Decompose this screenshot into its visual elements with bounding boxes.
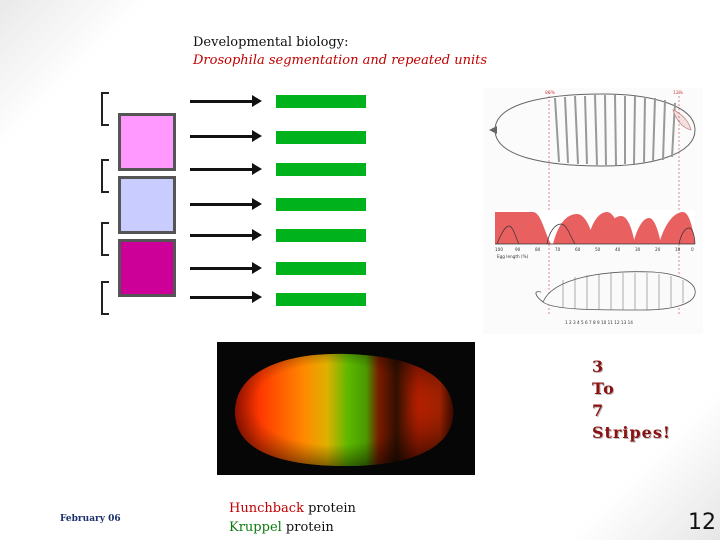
stripes-annotation: 3 To 7 Stripes!	[592, 356, 671, 444]
svg-text:80: 80	[535, 247, 541, 252]
legend-kruppel-name: Kruppel	[229, 520, 282, 535]
svg-text:60: 60	[575, 247, 581, 252]
legend-hunchback-rest: protein	[304, 501, 356, 516]
stripe-bar-1	[276, 95, 366, 108]
slide-title: Developmental biology: Drosophila segmen…	[193, 34, 487, 70]
svg-text:70: 70	[555, 247, 561, 252]
stripes-line-4: Stripes!	[592, 422, 671, 444]
svg-text:30: 30	[635, 247, 641, 252]
diagram-top-right-label: 12%	[673, 90, 684, 96]
page-number: 12	[688, 510, 716, 535]
svg-text:40: 40	[615, 247, 621, 252]
stripe-bar-3	[276, 163, 366, 176]
svg-text:1 2 3 4 5 6 7 8 9 10 11 12 13: 1 2 3 4 5 6 7 8 9 10 11 12 13 14	[565, 320, 633, 325]
bracket-1	[101, 92, 109, 126]
stripe-bar-4	[276, 198, 366, 211]
legend-kruppel-rest: protein	[282, 520, 334, 535]
bracket-3	[101, 222, 109, 256]
svg-text:20: 20	[655, 247, 661, 252]
legend-hunchback: Hunchback protein	[229, 499, 356, 518]
svg-text:0: 0	[691, 247, 694, 252]
legend-kruppel: Kruppel protein	[229, 518, 356, 537]
diagram-top-left-label: 86%	[545, 90, 556, 96]
title-line-2: Drosophila segmentation and repeated uni…	[193, 52, 487, 70]
svg-text:100: 100	[495, 247, 503, 252]
swatch-magenta	[118, 239, 176, 297]
stripes-line-1: 3	[592, 356, 671, 378]
diagram-axis-caption: Egg length (%)	[497, 254, 529, 259]
stripe-bar-7	[276, 293, 366, 306]
stripe-bar-2	[276, 131, 366, 144]
stripe-bar-5	[276, 229, 366, 242]
stripe-bar-6	[276, 262, 366, 275]
stripes-line-3: 7	[592, 400, 671, 422]
svg-text:90: 90	[515, 247, 521, 252]
footer-date: February 06	[60, 514, 121, 524]
title-line-1: Developmental biology:	[193, 34, 487, 52]
embryo-photo	[217, 342, 475, 475]
svg-text:10: 10	[675, 247, 681, 252]
bracket-4	[101, 281, 109, 315]
swatch-pink	[118, 113, 176, 171]
bracket-2	[101, 159, 109, 193]
swatch-lavender	[118, 176, 176, 234]
svg-text:50: 50	[595, 247, 601, 252]
stripes-line-2: To	[592, 378, 671, 400]
legend-hunchback-name: Hunchback	[229, 501, 304, 516]
protein-legend: Hunchback protein Kruppel protein	[229, 499, 356, 537]
